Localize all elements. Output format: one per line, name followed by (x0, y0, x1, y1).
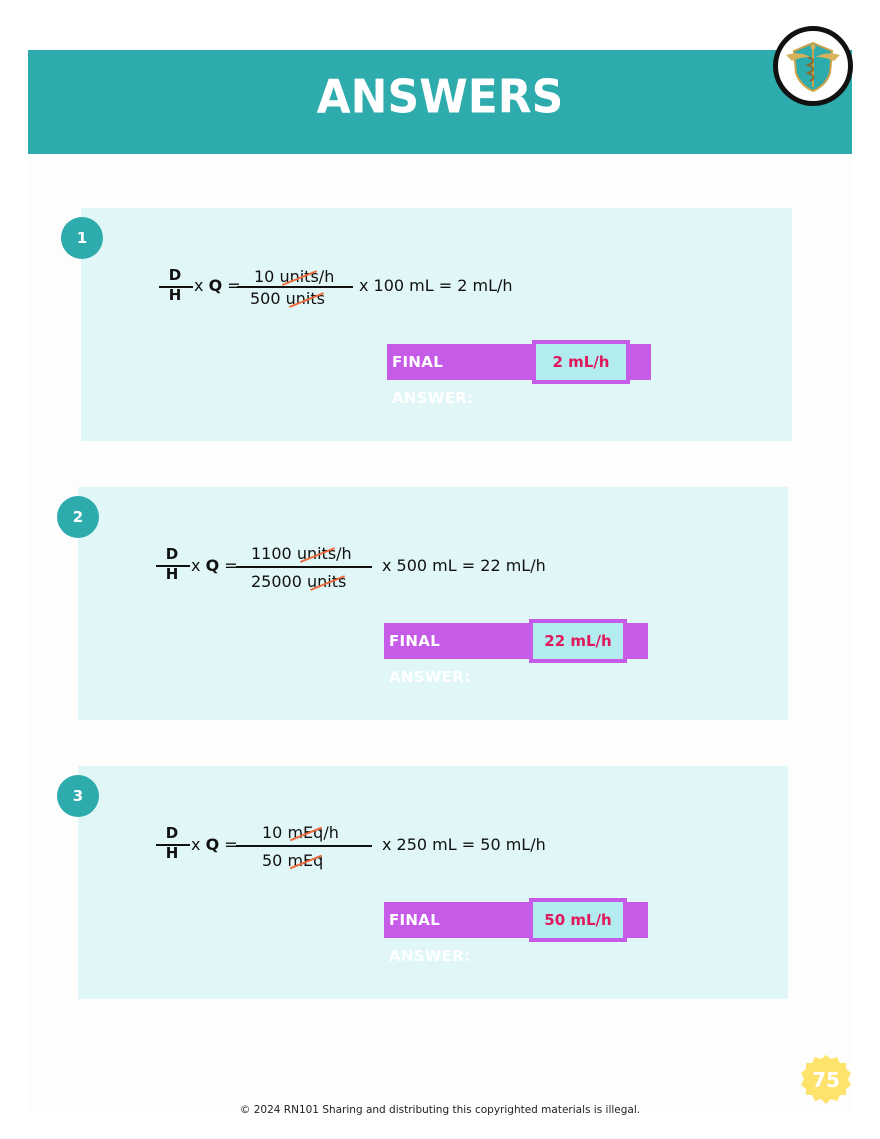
formula-result: x 250 mL = 50 mL/h (382, 835, 546, 854)
fraction-numerator: 1100 units/h (251, 544, 352, 563)
final-answer-label: FINAL ANSWER: (389, 632, 471, 686)
final-answer-value: 22 mL/h (529, 619, 627, 663)
formula-result: x 100 mL = 2 mL/h (359, 276, 513, 295)
final-answer-value: 2 mL/h (532, 340, 630, 384)
page-title: ANSWERS (316, 70, 564, 125)
final-answer-label: FINAL ANSWER: (389, 911, 471, 965)
cancelled-unit: mEq (287, 823, 324, 842)
fraction-numerator: 10 mEq/h (262, 823, 339, 842)
cancelled-unit: units (279, 267, 319, 286)
fraction-numerator: 10 units/h (254, 267, 335, 286)
answer-card-3 (78, 766, 788, 999)
fraction-bar (236, 845, 372, 847)
answer-card-2 (78, 487, 788, 720)
header-band (28, 50, 852, 154)
page-number-badge: 75 (800, 1054, 852, 1106)
cancelled-unit: units (296, 544, 337, 563)
formula-result: x 500 mL = 22 mL/h (382, 556, 546, 575)
final-answer-label: FINAL ANSWER: (392, 353, 474, 407)
fraction-denominator: 25000 units (251, 572, 347, 591)
answer-card-1 (81, 208, 792, 441)
question-number-badge: 2 (57, 496, 99, 538)
final-answer-value: 50 mL/h (529, 898, 627, 942)
copyright-footer: © 2024 RN101 Sharing and distributing th… (239, 1104, 641, 1116)
fraction-denominator: 50 mEq (262, 851, 324, 870)
fraction-bar (237, 286, 353, 288)
cancelled-unit: mEq (287, 851, 324, 870)
fraction-denominator: 500 units (250, 289, 325, 308)
scalloped-badge-icon (801, 1055, 851, 1104)
question-number-badge: 1 (61, 217, 103, 259)
question-number-badge: 3 (57, 775, 99, 817)
medical-shield-logo-icon (773, 26, 853, 106)
cancelled-unit: units (307, 572, 347, 591)
cancelled-unit: units (285, 289, 325, 308)
fraction-bar (236, 566, 372, 568)
